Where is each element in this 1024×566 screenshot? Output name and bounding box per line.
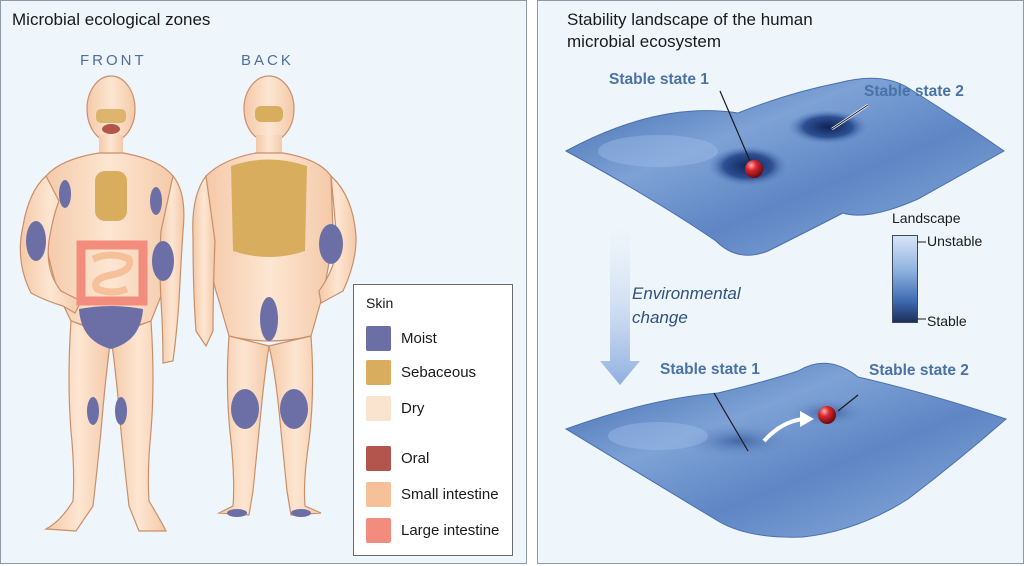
scale-bottom-label: Stable <box>927 313 967 329</box>
front-mouth-oral <box>102 124 120 134</box>
front-chest-sebaceous <box>95 171 127 221</box>
legend-label: Moist <box>401 330 437 347</box>
back-knee-right-moist <box>280 389 308 429</box>
environmental-change-label: Environmental change <box>632 282 741 330</box>
top-marble <box>745 160 763 178</box>
front-armpit-left-moist <box>59 180 71 208</box>
bottom-pointer-2 <box>837 394 859 412</box>
legend-item-large-intestine: Large intestine <box>366 518 499 543</box>
bottom-marble <box>818 406 836 424</box>
back-knee-left-moist <box>231 389 259 429</box>
legend-label: Oral <box>401 450 430 467</box>
top-stable-state-1: Stable state 1 <box>609 71 709 88</box>
top-pointer-1 <box>719 90 751 162</box>
bottom-stable-state-1: Stable state 1 <box>660 361 760 378</box>
front-large-intestine <box>76 240 148 306</box>
front-elbow-left-moist <box>26 221 46 261</box>
legend-swatch <box>366 326 391 351</box>
legend-title: Skin <box>366 295 394 311</box>
front-small-intestine <box>91 251 134 296</box>
top-pointer-2 <box>831 104 869 130</box>
env-line2: change <box>632 308 688 327</box>
legend-item-sebaceous: Sebaceous <box>366 360 476 385</box>
panel-title: Stability landscape of the human microbi… <box>567 9 813 53</box>
landscape-bottom <box>564 362 1007 538</box>
landscape-illustration <box>564 77 1007 538</box>
panel-title: Microbial ecological zones <box>12 10 211 29</box>
down-arrow-icon <box>600 231 640 385</box>
legend-label: Small intestine <box>401 486 499 503</box>
legend-item-dry: Dry <box>366 396 424 421</box>
legend-swatch <box>366 360 391 385</box>
legend-label: Large intestine <box>401 522 500 539</box>
landscape-top <box>564 77 1005 256</box>
skin-legend: Skin Moist Sebaceous Dry Oral Small inte… <box>353 284 513 556</box>
scale-title: Landscape <box>892 210 961 226</box>
scale-top-label: Unstable <box>927 233 983 249</box>
back-neck-sebaceous <box>255 106 283 122</box>
back-upper-sebaceous <box>231 159 307 257</box>
panel-title-line1: Stability landscape of the human <box>567 10 813 29</box>
stability-landscape-panel: Stability landscape of the human microbi… <box>537 0 1024 564</box>
top-stable-state-2: Stable state 2 <box>864 83 964 100</box>
microbial-zones-panel: Microbial ecological zones FRONT BACK <box>0 0 527 564</box>
back-gluteal-moist <box>260 297 278 341</box>
legend-item-small-intestine: Small intestine <box>366 482 499 507</box>
legend-item-moist: Moist <box>366 326 437 351</box>
stability-scale-bar <box>892 235 918 323</box>
bottom-pointer-1 <box>713 392 749 452</box>
front-label: FRONT <box>80 52 147 69</box>
back-label: BACK <box>241 52 294 69</box>
panel-title-line2: microbial ecosystem <box>567 32 721 51</box>
bottom-stable-state-2: Stable state 2 <box>869 362 969 379</box>
legend-swatch <box>366 518 391 543</box>
back-figure <box>192 75 357 516</box>
front-knee-right-moist <box>115 397 127 425</box>
top-well-2 <box>788 110 868 144</box>
legend-item-oral: Oral <box>366 446 429 471</box>
shift-arrow-head-icon <box>800 411 814 427</box>
legend-swatch <box>366 446 391 471</box>
front-elbow-right-moist <box>152 241 174 281</box>
front-knee-left-moist <box>87 397 99 425</box>
legend-swatch <box>366 482 391 507</box>
legend-label: Sebaceous <box>401 364 477 381</box>
legend-swatch <box>366 396 391 421</box>
front-armpit-right-moist <box>150 187 162 215</box>
back-heel-left-moist <box>227 509 247 517</box>
legend-label: Dry <box>401 400 425 417</box>
front-groin-moist <box>79 306 143 349</box>
body-illustration <box>19 75 357 532</box>
back-elbow-right-moist <box>319 224 343 264</box>
front-face-sebaceous <box>96 109 126 123</box>
env-line1: Environmental <box>632 284 741 303</box>
back-heel-right-moist <box>291 509 311 517</box>
